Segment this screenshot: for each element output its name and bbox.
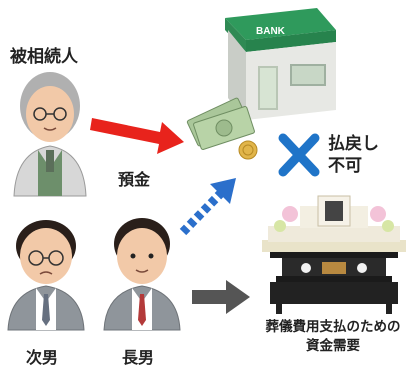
eldest-son-person-icon [103,218,181,331]
refusal-label-line1: 払戻し [328,134,379,154]
refusal-label: 払戻し 不可 [328,133,379,177]
funeral-label-line2: 資金需要 [306,338,360,354]
red-arrow-icon [90,118,184,154]
second-son-person-icon [7,220,85,331]
eldest-son-label: 長男 [122,348,155,367]
bank-building-icon: BANK [225,8,336,120]
cross-icon [278,133,320,177]
deceased-person-icon [13,72,87,197]
gray-arrow-icon [192,280,250,314]
blue-dotted-arrow-icon [179,178,236,236]
deposit-label: 預金 [118,170,151,189]
money-icon [186,97,258,160]
refusal-label-line2: 不可 [328,156,362,176]
funeral-label: 葬儀費用支払のための 資金需要 [250,318,416,356]
funeral-label-line1: 葬儀費用支払のための [265,319,401,335]
second-son-label: 次男 [26,348,59,367]
funeral-altar-icon [262,195,406,314]
bank-sign-text: BANK [256,26,286,37]
deceased-label: 被相続人 [10,47,78,67]
